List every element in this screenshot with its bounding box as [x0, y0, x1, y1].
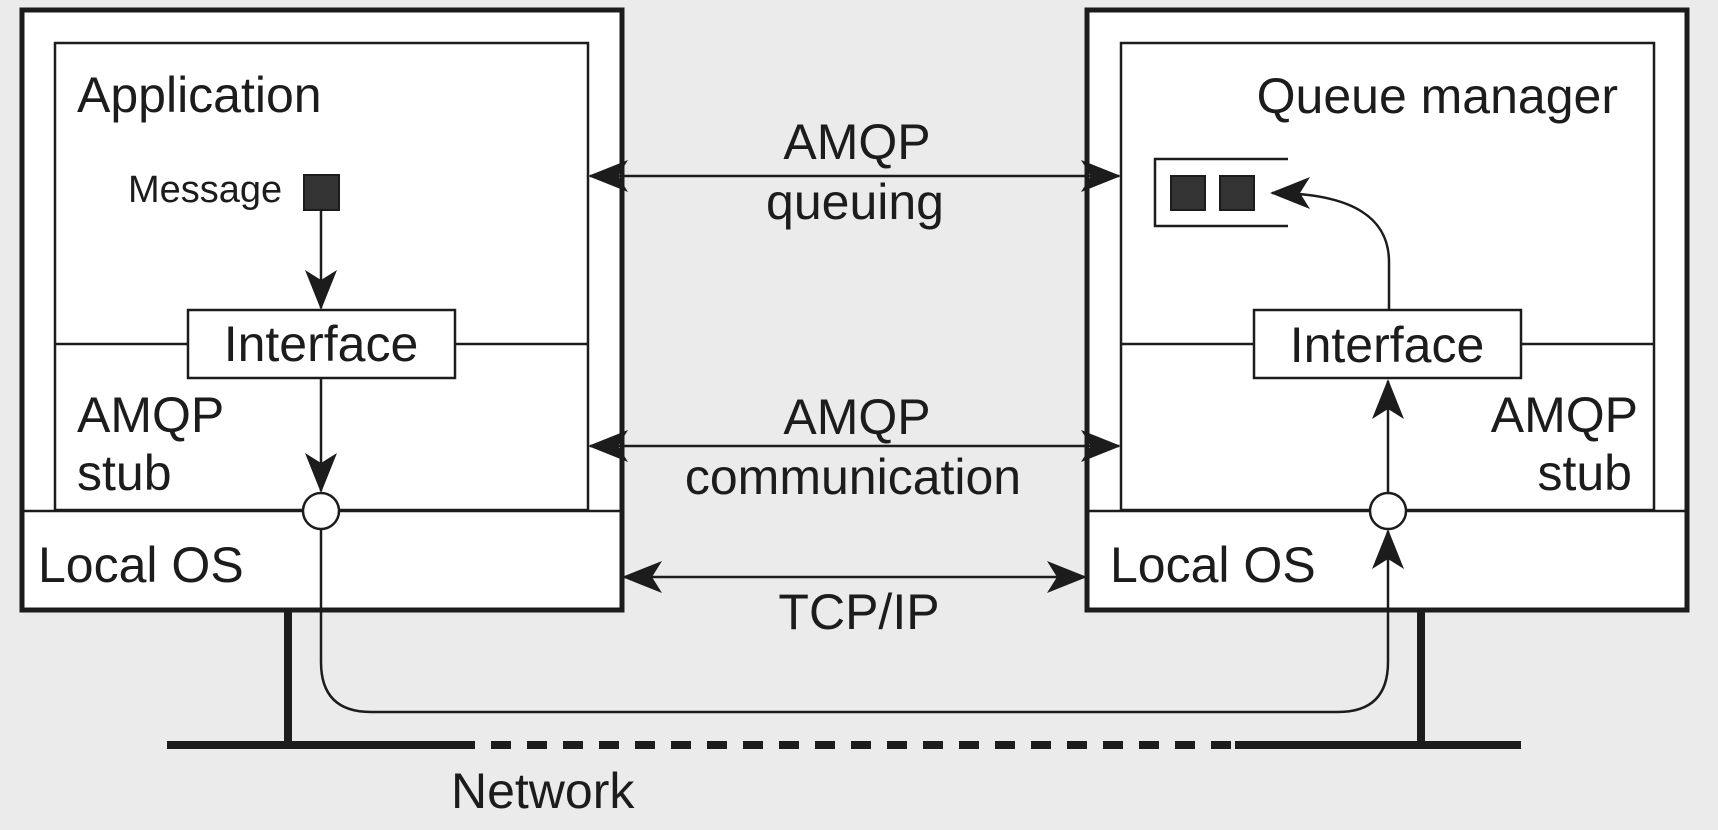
right-stub-line2: stub [1537, 445, 1632, 501]
queuing-label-line1: AMQP [783, 114, 930, 170]
protocol-links: AMQP queuing AMQP communication TCP/IP [588, 114, 1121, 640]
right-endpoint-circle-icon [1368, 491, 1408, 531]
message-path-curve [319, 529, 1404, 714]
left-os-label: Local OS [38, 537, 244, 593]
communication-label-line2: communication [685, 449, 1021, 505]
tcpip-label: TCP/IP [778, 584, 939, 640]
left-endpoint-circle-icon [301, 491, 341, 531]
right-os-label: Local OS [1110, 537, 1316, 593]
message-square-icon [303, 174, 340, 211]
right-interface-box [1252, 308, 1523, 380]
left-stub-line2: stub [77, 445, 172, 501]
queued-message-icon [1219, 175, 1255, 211]
interface-to-queue-arrow [1270, 177, 1391, 310]
left-interface-box [186, 308, 457, 380]
network: Network [167, 741, 1521, 819]
left-host: Application Message Interface AMQP stub … [19, 7, 625, 745]
left-interface-label: Interface [224, 316, 419, 372]
right-stub-line1: AMQP [1491, 387, 1638, 443]
network-label: Network [451, 763, 635, 819]
queuing-label-line2: queuing [766, 174, 944, 230]
left-stub-line1: AMQP [77, 387, 224, 443]
right-host: Queue manager Interface AMQP stub Local … [1084, 7, 1690, 745]
right-app-title: Queue manager [1257, 68, 1618, 124]
queued-message-icon [1170, 175, 1206, 211]
queue-icon [1153, 157, 1288, 228]
left-app-title: Application [77, 67, 322, 123]
communication-label-line1: AMQP [783, 389, 930, 445]
right-interface-label: Interface [1290, 317, 1485, 373]
message-label: Message [128, 169, 282, 211]
